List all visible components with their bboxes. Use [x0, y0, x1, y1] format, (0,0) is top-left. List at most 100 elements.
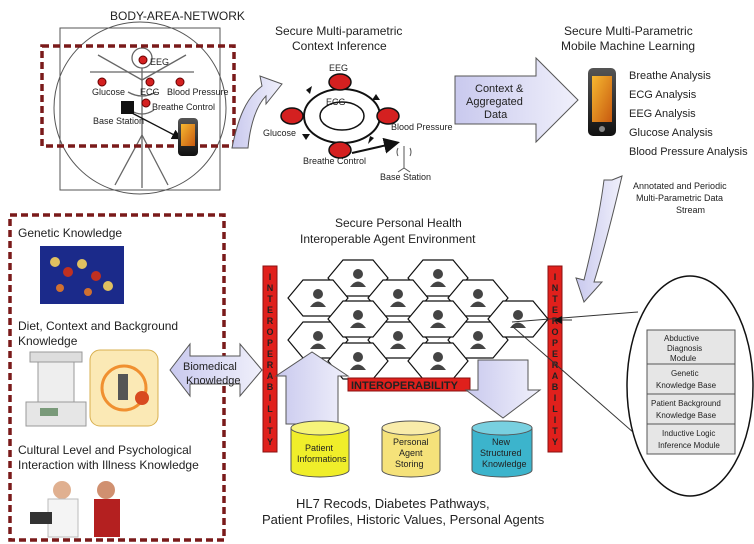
body-area-network: BODY-AREA-NETWORK EEG Glucose ECG Blood …	[40, 9, 245, 195]
aggregated-label-3: Data	[484, 109, 508, 121]
interop-left-letter: R	[267, 360, 274, 370]
context-glucose-label: Glucose	[263, 128, 296, 138]
interop-left-letter: P	[267, 338, 273, 348]
ban-eeg-label: EEG	[150, 57, 169, 67]
interop-left-letter: I	[269, 272, 272, 282]
interoperability-left-bar	[262, 265, 278, 453]
ban-breathe-label: Breathe Control	[152, 102, 215, 112]
context-ecg-label: ECG	[326, 97, 346, 107]
interoperability-left-letters: INTEROPERABILITY	[266, 272, 273, 447]
cyl-new-label-3: Knowledge	[482, 459, 527, 469]
base-station-icon	[121, 101, 134, 114]
context-blood-pressure-label: Blood Pressure	[391, 122, 453, 132]
interoperability-right-bar	[547, 265, 563, 453]
ecg-sensor-icon	[145, 77, 155, 87]
agent-person-icon	[393, 289, 403, 299]
agent-body-icon	[470, 343, 486, 349]
ml-analysis-eeg: EEG Analysis	[629, 108, 696, 120]
module-patient-label-2: Knowledge Base	[656, 411, 717, 420]
agent-person-icon	[353, 269, 363, 279]
cyl-new-label-2: Structured	[480, 448, 522, 458]
glucose-sensor-icon	[97, 77, 107, 87]
interop-right-letter: E	[552, 305, 558, 315]
agent-person-icon	[313, 289, 323, 299]
agent-detail-line-bottom	[511, 325, 643, 441]
ml-title-2: Mobile Machine Learning	[561, 39, 695, 53]
interop-right-letter: B	[552, 382, 559, 392]
agent-body-icon	[390, 301, 406, 307]
ml-analysis-ecg: ECG Analysis	[629, 89, 697, 101]
context-inference: Secure Multi-parametric Context Inferenc…	[263, 24, 453, 182]
agent-body-icon	[350, 281, 366, 287]
cyl-new-label-1: New	[492, 437, 511, 447]
interop-left-letter: T	[267, 426, 273, 436]
breathe-sensor-icon	[141, 98, 151, 108]
agent-person-icon	[433, 310, 443, 320]
cyl-personal-label-3: Storing	[395, 459, 424, 469]
download-arrow	[464, 359, 542, 419]
interop-left-letter: T	[267, 294, 273, 304]
ml-title-1: Secure Multi-Parametric	[564, 24, 693, 38]
context-title-2: Context Inference	[292, 39, 387, 53]
diet-knowledge-label-1: Diet, Context and Background	[18, 319, 178, 333]
ban-to-context-arrow	[231, 75, 283, 149]
mobile-phone-icon	[588, 68, 616, 136]
context-base-station-label: Base Station	[380, 172, 431, 182]
interop-left-letter: O	[266, 327, 273, 337]
agent-body-icon	[430, 322, 446, 328]
interop-right-letter: T	[552, 294, 558, 304]
ban-circle	[53, 21, 227, 195]
module-genetic-label-2: Knowledge Base	[656, 381, 717, 390]
module-patient-background-kb	[646, 393, 736, 425]
agent-person-icon	[473, 331, 483, 341]
context-breathe-label: Breathe Control	[303, 156, 366, 166]
agent-body-icon	[470, 301, 486, 307]
context-eeg-label: EEG	[329, 63, 348, 73]
genetic-knowledge-label: Genetic Knowledge	[18, 226, 122, 240]
context-node-breathe	[328, 141, 352, 159]
context-title-1: Secure Multi-parametric	[275, 24, 402, 38]
interop-right-letter: P	[552, 338, 558, 348]
interop-right-letter: A	[552, 371, 559, 381]
interop-right-letter: T	[552, 426, 558, 436]
bottom-caption-2: Patient Profiles, Historic Values, Perso…	[262, 512, 545, 527]
interop-left-letter: N	[267, 283, 274, 293]
module-genetic-label-1: Genetic	[671, 369, 699, 378]
agent-body-icon	[310, 343, 326, 349]
cultural-knowledge-label-2: Interaction with Illness Knowledge	[18, 458, 199, 472]
agent-detail-line-top	[511, 311, 639, 323]
agent-env-title-1: Secure Personal Health	[335, 216, 462, 230]
fitness-image-icon	[89, 349, 159, 427]
interop-left-letter: A	[267, 371, 274, 381]
agent-body-icon	[310, 301, 326, 307]
stream-label-2: Multi-Parametric Data	[636, 193, 723, 203]
agent-person-icon	[473, 289, 483, 299]
ban-ecg-label: ECG	[140, 87, 160, 97]
agent-env-title-2: Interoperable Agent Environment	[300, 232, 476, 246]
bottom-caption-1: HL7 Recods, Diabetes Pathways,	[296, 496, 490, 511]
interop-right-letter: I	[554, 415, 557, 425]
interop-left-letter: R	[267, 316, 274, 326]
agent-body-icon	[430, 281, 446, 287]
ban-title: BODY-AREA-NETWORK	[110, 9, 245, 23]
agent-person-icon	[353, 352, 363, 362]
agent-person-icon	[433, 269, 443, 279]
agent-person-icon	[313, 331, 323, 341]
context-inner-cycle	[319, 101, 365, 131]
dna-image-icon	[40, 246, 124, 304]
cyl-patient-label-2: Informations	[297, 454, 347, 464]
scale-image-icon	[25, 351, 87, 427]
module-abductive-label-2: Diagnosis	[667, 344, 702, 353]
context-node-eeg	[328, 73, 352, 91]
interop-right-letter: E	[552, 349, 558, 359]
interop-left-letter: I	[269, 415, 272, 425]
module-inductive-label-2: Inference Module	[658, 441, 720, 450]
interop-left-letter: B	[267, 382, 274, 392]
agent-person-icon	[393, 331, 403, 341]
agent-body-icon	[390, 343, 406, 349]
ban-base-station-label: Base Station	[93, 116, 144, 126]
biomedical-label-2: Knowledge	[186, 375, 240, 387]
aggregated-label-2: Aggregated	[466, 96, 523, 108]
antenna-icon	[396, 146, 412, 173]
cyl-personal-label-2: Agent	[399, 448, 423, 458]
